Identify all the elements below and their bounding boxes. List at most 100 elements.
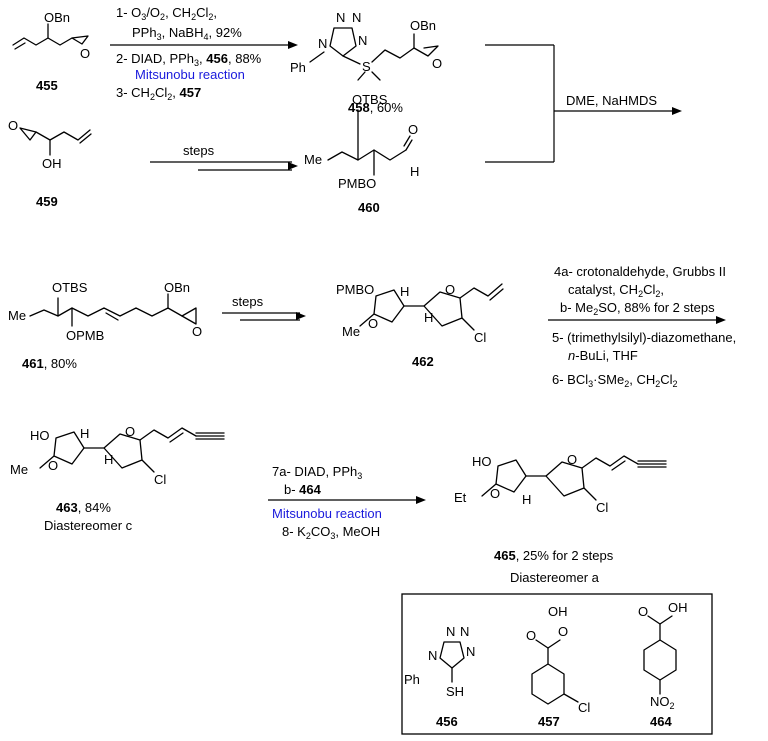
oh-label-459: OH	[42, 156, 62, 171]
conditions-step-4-6: 4a- crotonaldehyde, Grubbs II catalyst, …	[548, 264, 736, 389]
compound-455: OBn O 455	[12, 10, 90, 93]
cond-step7b: b- 464	[284, 482, 322, 497]
steps-arrow-1: steps	[150, 143, 298, 171]
n3-456: N	[466, 644, 475, 659]
cond-step2: 2- DIAD, PPh3, 456, 88%	[116, 51, 262, 68]
carbonyl-o-464: O	[638, 604, 648, 619]
compound-459: O OH 459	[8, 118, 92, 209]
compound-462: PMBO O Me H H O Cl 462	[336, 282, 504, 369]
me-label-462: Me	[342, 324, 360, 339]
thf-o1-462: O	[368, 316, 378, 331]
compound-464: O OH NO2 464	[638, 600, 688, 729]
cl-label-462: Cl	[474, 330, 486, 345]
label-456-legend: 456	[436, 714, 458, 729]
n1-456: N	[446, 624, 455, 639]
thf-o1-463: O	[48, 458, 58, 473]
thf-o2-465: O	[567, 452, 577, 467]
cl-label-465: Cl	[596, 500, 608, 515]
reagent-legend-box: N N N N Ph SH 456 O O OH Cl 457	[401, 593, 713, 735]
aldehyde-o-460: O	[408, 122, 418, 137]
epoxide-o-455: O	[80, 46, 90, 61]
cond-step4b: catalyst, CH2Cl2,	[568, 282, 664, 299]
thf-o2-462: O	[445, 282, 455, 297]
label-458: 458, 60%	[348, 100, 403, 115]
obn-label-455: OBn	[44, 10, 70, 25]
peroxy-oh-457: OH	[548, 604, 568, 619]
ph-label-458: Ph	[290, 60, 306, 75]
acid-oh-464: OH	[668, 600, 688, 615]
cl-label-463: Cl	[154, 472, 166, 487]
pmbo-label-462: PMBO	[336, 282, 374, 297]
obn-label-461: OBn	[164, 280, 190, 295]
cond-step5-line1: 5- (trimethylsilyl)-diazomethane,	[552, 330, 736, 345]
ho-label-463: HO	[30, 428, 50, 443]
aldehyde-h-460: H	[410, 164, 419, 179]
h1-label-463: H	[80, 426, 89, 441]
label-464-legend: 464	[650, 714, 672, 729]
me-label-461: Me	[8, 308, 26, 323]
ph-label-456: Ph	[404, 672, 420, 687]
carbonyl-o-457: O	[526, 628, 536, 643]
steps-arrow-2: steps	[222, 294, 306, 321]
label-459: 459	[36, 194, 58, 209]
cond-step4a: 4a- crotonaldehyde, Grubbs II	[554, 264, 726, 279]
label-455: 455	[36, 78, 58, 93]
me-label-463: Me	[10, 462, 28, 477]
steps-label-1: steps	[183, 143, 215, 158]
epoxide-o-458: O	[432, 56, 442, 71]
me-label-460: Me	[304, 152, 322, 167]
otbs-label-460: OTBS	[352, 92, 388, 107]
opmb-label-461: OPMB	[66, 328, 104, 343]
thf-o1-465: O	[490, 486, 500, 501]
compound-463: HO O Me H H O Cl 463, 84% Diastereomer c	[10, 424, 225, 533]
n2-456: N	[460, 624, 469, 639]
cond-step8: 8- K2CO3, MeOH	[282, 524, 380, 541]
tetrazole-n2: N	[352, 10, 361, 25]
n4-456: N	[428, 648, 437, 663]
conditions-step-7-8: 7a- DIAD, PPh3 b- 464 Mitsunobu reaction…	[268, 464, 426, 541]
label-460: 460	[358, 200, 380, 215]
diastereomer-a: Diastereomer a	[510, 570, 600, 585]
mitsunobu-label-1: Mitsunobu reaction	[135, 67, 245, 82]
obn-label-458: OBn	[410, 18, 436, 33]
cond-step6: 6- BCl3·SMe2, CH2Cl2	[552, 372, 678, 389]
h2-label-463: H	[104, 452, 113, 467]
epoxide-o-461: O	[192, 324, 202, 339]
cond-step7a: 7a- DIAD, PPh3	[272, 464, 362, 481]
pmbo-label-460: PMBO	[338, 176, 376, 191]
tetrazole-n1: N	[336, 10, 345, 25]
ho-label-465: HO	[472, 454, 492, 469]
h1-label-465: H	[522, 492, 531, 507]
compound-460: OTBS Me PMBO O H 460	[304, 92, 419, 215]
thf-o2-463: O	[125, 424, 135, 439]
cond-step4-b: b- Me2SO, 88% for 2 steps	[560, 300, 715, 317]
tetrazole-n3: N	[358, 33, 367, 48]
peroxy-o-457: O	[558, 624, 568, 639]
h2-label-462: H	[424, 310, 433, 325]
sulfone-s: S	[362, 59, 371, 74]
convergent-arrow: DME, NaHMDS	[485, 44, 682, 163]
cond-step5-line2: n-BuLi, THF	[568, 348, 638, 363]
epoxide-o-459: O	[8, 118, 18, 133]
cond-step3: 3- CH2Cl2, 457	[116, 85, 201, 102]
compound-461: OTBS Me OPMB OBn O 461, 80%	[8, 280, 202, 371]
cond-step1-line2: PPh3, NaBH4, 92%	[132, 25, 242, 42]
tetrazole-n4: N	[318, 36, 327, 51]
sh-label-456: SH	[446, 684, 464, 699]
no2-label-464: NO2	[650, 694, 675, 711]
compound-465: HO O Et H O Cl 465, 25% for 2 steps Dias…	[454, 452, 667, 585]
label-461: 461, 80%	[22, 356, 77, 371]
compound-458: N N N N Ph S OBn O 458, 60%	[290, 10, 442, 115]
h1-label-462: H	[400, 284, 409, 299]
cond-dme-nahmds: DME, NaHMDS	[566, 93, 657, 108]
label-457-legend: 457	[538, 714, 560, 729]
compound-457: O O OH Cl 457	[526, 604, 590, 729]
cond-step1-line1: 1- O3/O2, CH2Cl2,	[116, 5, 217, 22]
label-465: 465, 25% for 2 steps	[494, 548, 614, 563]
cl-label-457: Cl	[578, 700, 590, 715]
mitsunobu-label-2: Mitsunobu reaction	[272, 506, 382, 521]
otbs-label-461: OTBS	[52, 280, 88, 295]
steps-label-2: steps	[232, 294, 264, 309]
label-463: 463, 84%	[56, 500, 111, 515]
